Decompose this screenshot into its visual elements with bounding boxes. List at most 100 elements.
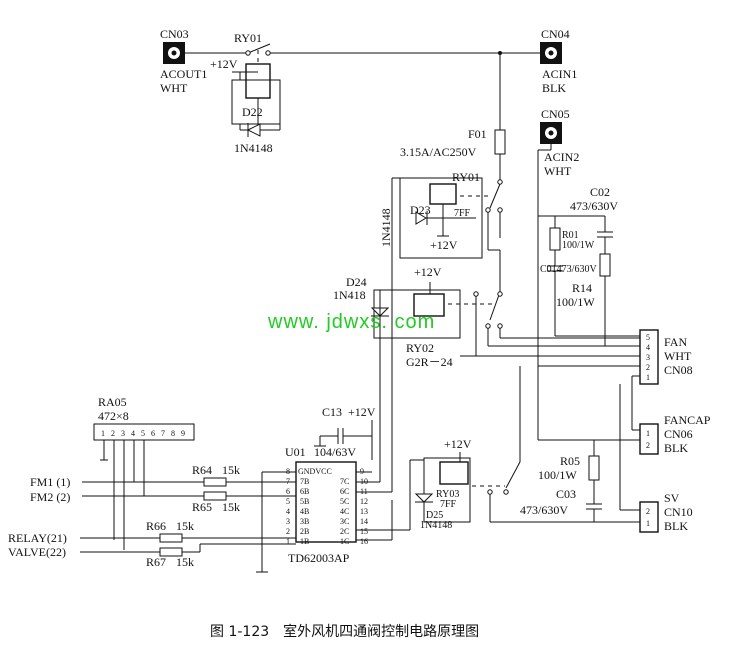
- r05-value-label: 100/1W: [538, 468, 577, 482]
- fan-label: FAN: [664, 335, 687, 349]
- u01-input-7b: 7B: [300, 477, 309, 486]
- cn10-label: CN10: [664, 505, 693, 519]
- u01-output-7c: 7C: [340, 477, 349, 486]
- u01-left-pin-6: 6: [286, 487, 290, 496]
- cn06-pin-2: 2: [646, 441, 650, 450]
- ry01-label: RY01: [234, 31, 262, 45]
- r66-label: R66: [146, 519, 166, 533]
- fm1-label: FM1 (1): [30, 475, 70, 489]
- v12-c-label: +12V: [414, 265, 442, 279]
- fan-wht-label: WHT: [664, 349, 692, 363]
- u01-right-pin-14: 14: [360, 517, 368, 526]
- v12-a-label: +12V: [210, 57, 238, 71]
- c01-label: C01473/630V: [540, 264, 597, 275]
- c02-value-label: 473/630V: [570, 199, 618, 213]
- cn08-pin-3: 3: [646, 353, 650, 362]
- connector-cn04: CN04 ACIN1 BLK: [540, 27, 577, 95]
- u01-right-pin-15: 15: [360, 527, 368, 536]
- u01-label: U01: [285, 445, 306, 459]
- cn05-wht-label: WHT: [544, 164, 572, 178]
- r65-label: R65: [192, 500, 212, 514]
- u01-input-3b: 3B: [300, 517, 309, 526]
- c03-label: C03: [556, 487, 576, 501]
- relay-ry02: D24 1N418 +12V RY02 G2R－24: [333, 265, 494, 369]
- c03-value-label: 473/630V: [520, 503, 568, 517]
- u01-output-4c: 4C: [340, 507, 349, 516]
- fm2-label: FM2 (2): [30, 490, 70, 504]
- r66-value-label: 15k: [176, 519, 194, 533]
- u01-output-1c: 1C: [340, 537, 349, 546]
- u01-input-6b: 6B: [300, 487, 309, 496]
- c13-label: C13: [322, 405, 342, 419]
- connector-cn10: 2 1 SV CN10 BLK: [639, 491, 693, 533]
- connector-cn08: 5 4 3 2 1 FAN WHT CN08: [639, 329, 693, 385]
- connector-cn03: CN03 ACOUT1 WHT: [160, 27, 207, 95]
- r64-value-label: 15k: [222, 463, 240, 477]
- ry01-7ff-label: 7FF: [454, 208, 471, 219]
- u01-input-1b: 1B: [300, 537, 309, 546]
- acout1-label: ACOUT1: [160, 67, 207, 81]
- connector-cn06: 1 2 FANCAP CN06 BLK: [639, 413, 711, 455]
- r01-label: R01: [562, 230, 579, 241]
- fancap-label: FANCAP: [664, 413, 711, 427]
- v12-d-label: +12V: [348, 405, 376, 419]
- u01-left-pin-1: 1: [286, 537, 290, 546]
- r01-value-label: 100/1W: [562, 240, 595, 251]
- cn08-pin-2: 2: [646, 363, 650, 372]
- v12-b-label: +12V: [430, 238, 458, 252]
- r67-value-label: 15k: [176, 555, 194, 569]
- ry03-7ff-label: 7FF: [440, 499, 457, 510]
- connector-cn05: CN05 ACIN2 WHT: [540, 107, 579, 178]
- u01-right-pin-16: 16: [360, 537, 368, 546]
- ra05-pin-9: 9: [181, 429, 185, 438]
- ra05-pin-1: 1: [101, 429, 105, 438]
- in4148-vertical-label: 1N4148: [379, 208, 393, 247]
- cn08-pin-1: 1: [646, 373, 650, 382]
- ra05-pin-3: 3: [121, 429, 125, 438]
- u01-left-pin-4: 4: [286, 507, 290, 516]
- u01-cap-label: 104/63V: [314, 445, 356, 459]
- ra05-pin-7: 7: [161, 429, 165, 438]
- r14-value-label: 100/1W: [556, 295, 595, 309]
- cn10-pin-2: 2: [646, 507, 650, 516]
- ra05-pin-8: 8: [171, 429, 175, 438]
- u01-output-5c: 5C: [340, 497, 349, 506]
- cn04-label: CN04: [541, 27, 570, 41]
- gndvcc-label: GNDVCC: [298, 467, 332, 476]
- u01-right-pin-12: 12: [360, 497, 368, 506]
- cn03-wht-label: WHT: [160, 81, 188, 95]
- cn08-label: CN08: [664, 363, 693, 377]
- ry01-b-label: RY01: [452, 170, 480, 184]
- in418-label: 1N418: [333, 288, 366, 302]
- r65-value-label: 15k: [222, 500, 240, 514]
- r64-label: R64: [192, 463, 212, 477]
- u01-left-pin-5: 5: [286, 497, 290, 506]
- r67-label: R67: [146, 555, 166, 569]
- v12-e-label: +12V: [444, 437, 472, 451]
- d24-label: D24: [346, 275, 367, 289]
- u01-input-2b: 2B: [300, 527, 309, 536]
- snubber-network: C02 473/630V R01 100/1W C01473/630V R14 …: [538, 185, 618, 346]
- cn05-label: CN05: [541, 107, 570, 121]
- in4148-b-label: 1N4148: [420, 520, 452, 531]
- d25-label: D25: [426, 510, 443, 521]
- u01-right-pin-13: 13: [360, 507, 368, 516]
- c02-label: C02: [590, 185, 610, 199]
- ra05-pin-2: 2: [111, 429, 115, 438]
- ra05-label: RA05: [98, 395, 127, 409]
- ry03-label: RY03: [436, 489, 459, 500]
- f01-label: F01: [468, 127, 487, 141]
- td62003ap-label: TD62003AP: [288, 551, 350, 565]
- in4148-a-label: 1N4148: [234, 141, 273, 155]
- valve-label: VALVE(22): [8, 545, 66, 559]
- ra05-pin-6: 6: [151, 429, 155, 438]
- d22-label: D22: [242, 105, 263, 119]
- u01-left-pin-2: 2: [286, 527, 290, 536]
- sv-label: SV: [664, 491, 680, 505]
- relay-ry01-coil: +12V D22 1N4148: [210, 57, 281, 155]
- relay-ry01-driver: RY01 D23 7FF +12V: [399, 170, 490, 259]
- acin1-label: ACIN1: [542, 67, 577, 81]
- u01-input-4b: 4B: [300, 507, 309, 516]
- u01-input-5b: 5B: [300, 497, 309, 506]
